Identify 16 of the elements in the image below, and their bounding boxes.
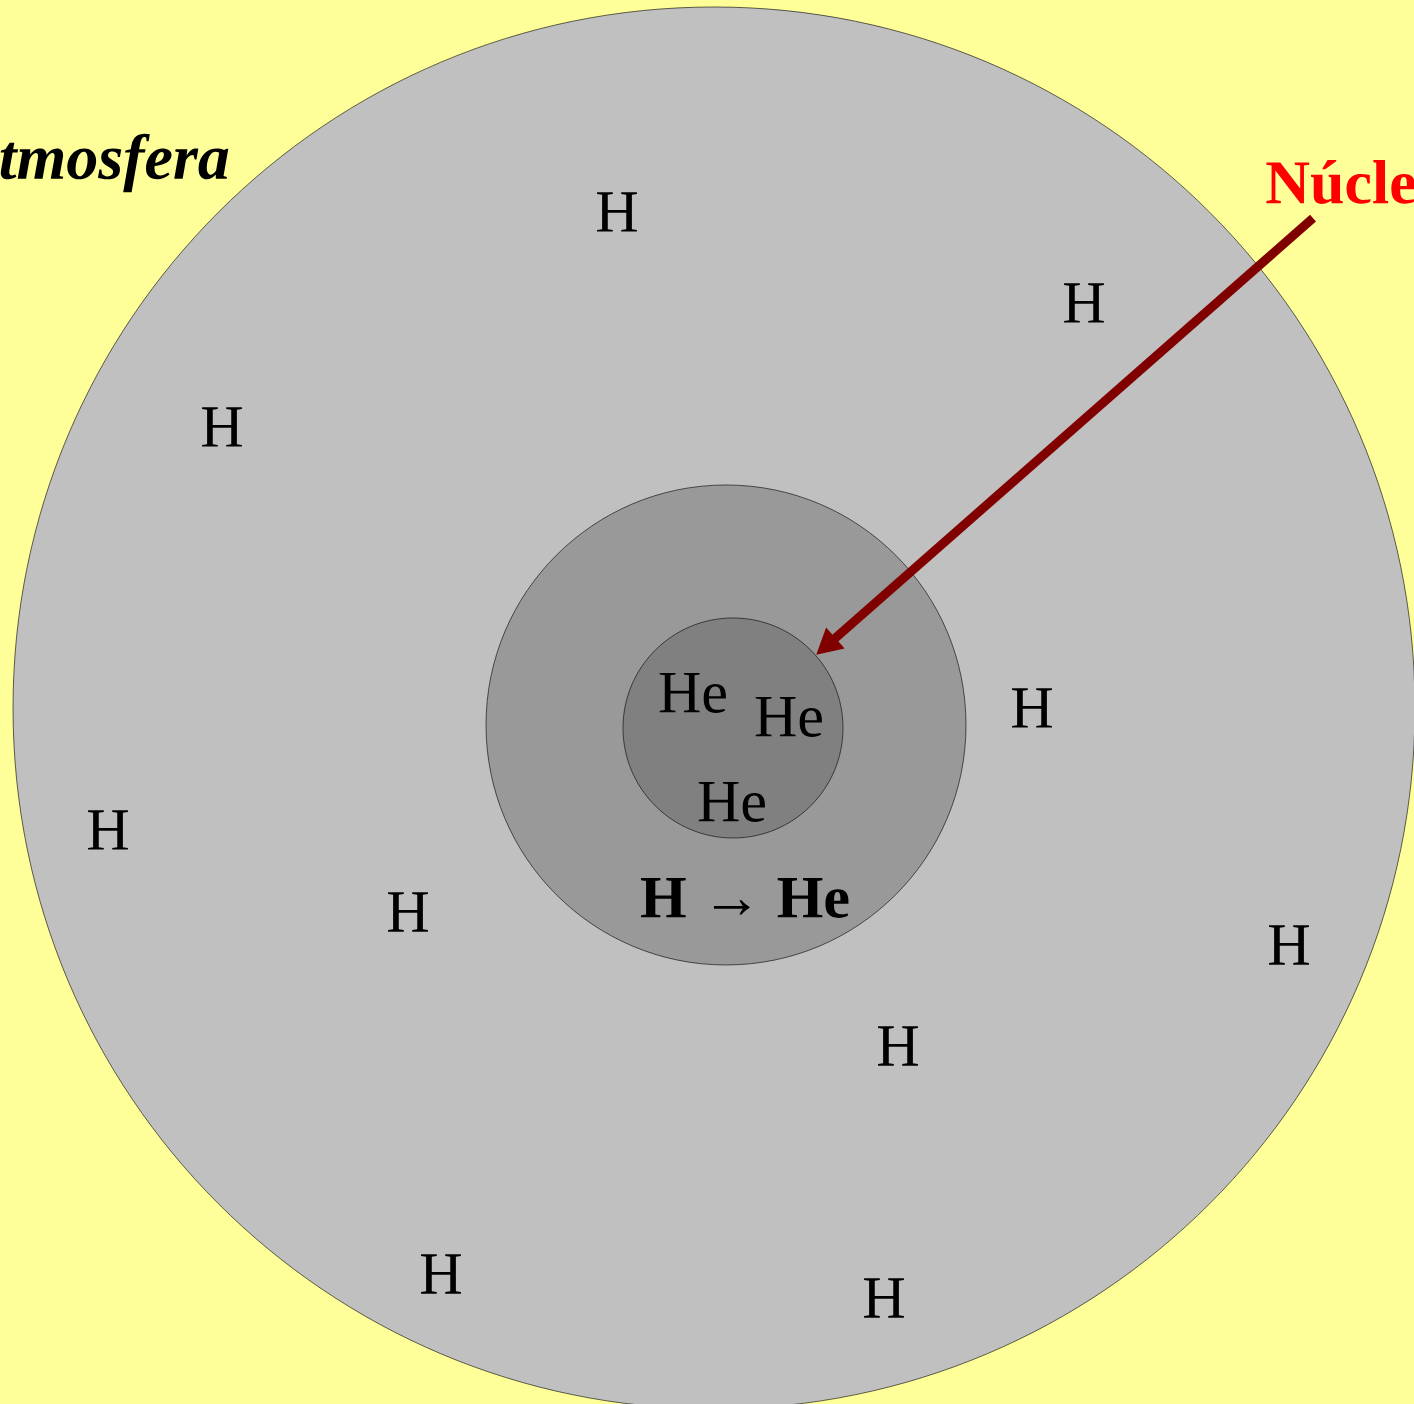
reaction-label: H → He [641, 878, 849, 918]
element-symbol: He [659, 673, 726, 713]
element-symbol: He [698, 782, 765, 822]
element-symbol: H [597, 192, 637, 232]
layer-label: tmosfera [0, 133, 229, 193]
element-symbol: H [388, 892, 428, 932]
element-symbol: H [88, 810, 128, 850]
element-symbol: H [421, 1254, 461, 1294]
element-symbol: H [1269, 925, 1309, 965]
element-symbol: H [202, 407, 242, 447]
element-symbol: H [878, 1026, 918, 1066]
element-symbol: H [1064, 283, 1104, 323]
element-symbol: H [864, 1278, 904, 1318]
element-symbol: He [755, 697, 822, 737]
element-symbol: H [1012, 688, 1052, 728]
core-circle [622, 617, 844, 839]
